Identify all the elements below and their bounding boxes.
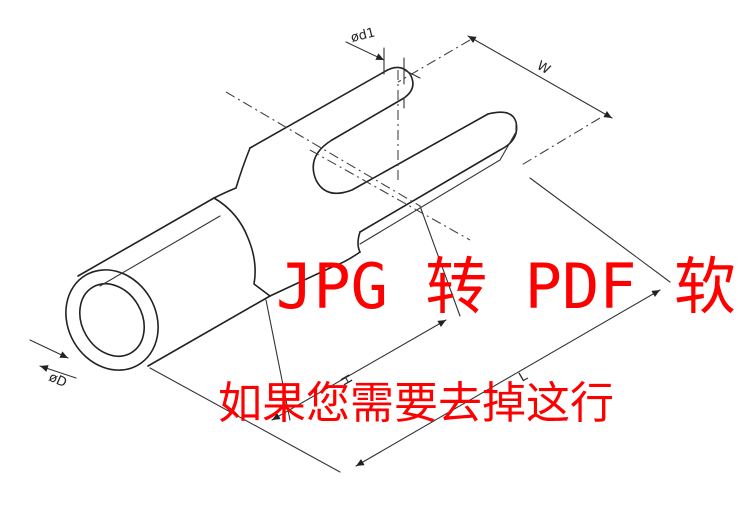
watermark-line-2: 如果您需要去掉这行: [218, 378, 614, 429]
dimension-label-d: øD: [46, 370, 69, 391]
watermark-line-1: JPG 转 PDF 软: [276, 250, 736, 323]
terminal-body: [65, 66, 518, 371]
centre-lines: [225, 39, 601, 241]
dimension-lines: [29, 35, 671, 473]
dimension-label-d1: ød1: [349, 25, 376, 45]
